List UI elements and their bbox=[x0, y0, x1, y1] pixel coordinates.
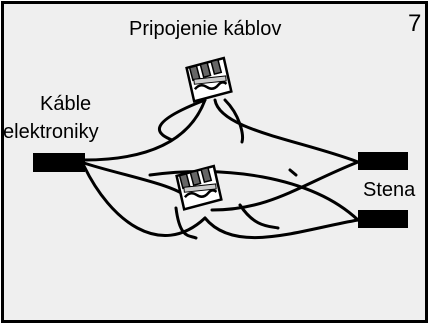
wire bbox=[288, 168, 298, 177]
wire bbox=[148, 169, 360, 222]
wire bbox=[238, 203, 280, 230]
page-number: 7 bbox=[408, 10, 422, 37]
wire-connector-bottom bbox=[175, 164, 223, 211]
wire bbox=[82, 164, 207, 237]
wires bbox=[82, 98, 360, 240]
wall-cable-end-bottom bbox=[358, 210, 408, 228]
wire bbox=[203, 216, 360, 239]
electronics-cables-label-line1: Káble bbox=[40, 93, 92, 115]
wire bbox=[210, 160, 360, 212]
wire-connector-top bbox=[185, 56, 233, 103]
wire bbox=[223, 98, 244, 144]
electronics-cable-end bbox=[33, 153, 85, 172]
wire bbox=[174, 206, 198, 240]
electronics-cables-label-line2: elektroniky bbox=[3, 121, 99, 143]
wall-label: Stena bbox=[363, 179, 416, 201]
wire bbox=[213, 98, 360, 164]
wire bbox=[157, 98, 207, 142]
wall-cable-end-top bbox=[358, 152, 408, 170]
wire bbox=[82, 98, 207, 162]
diagram-title: Pripojenie káblov bbox=[129, 18, 282, 40]
